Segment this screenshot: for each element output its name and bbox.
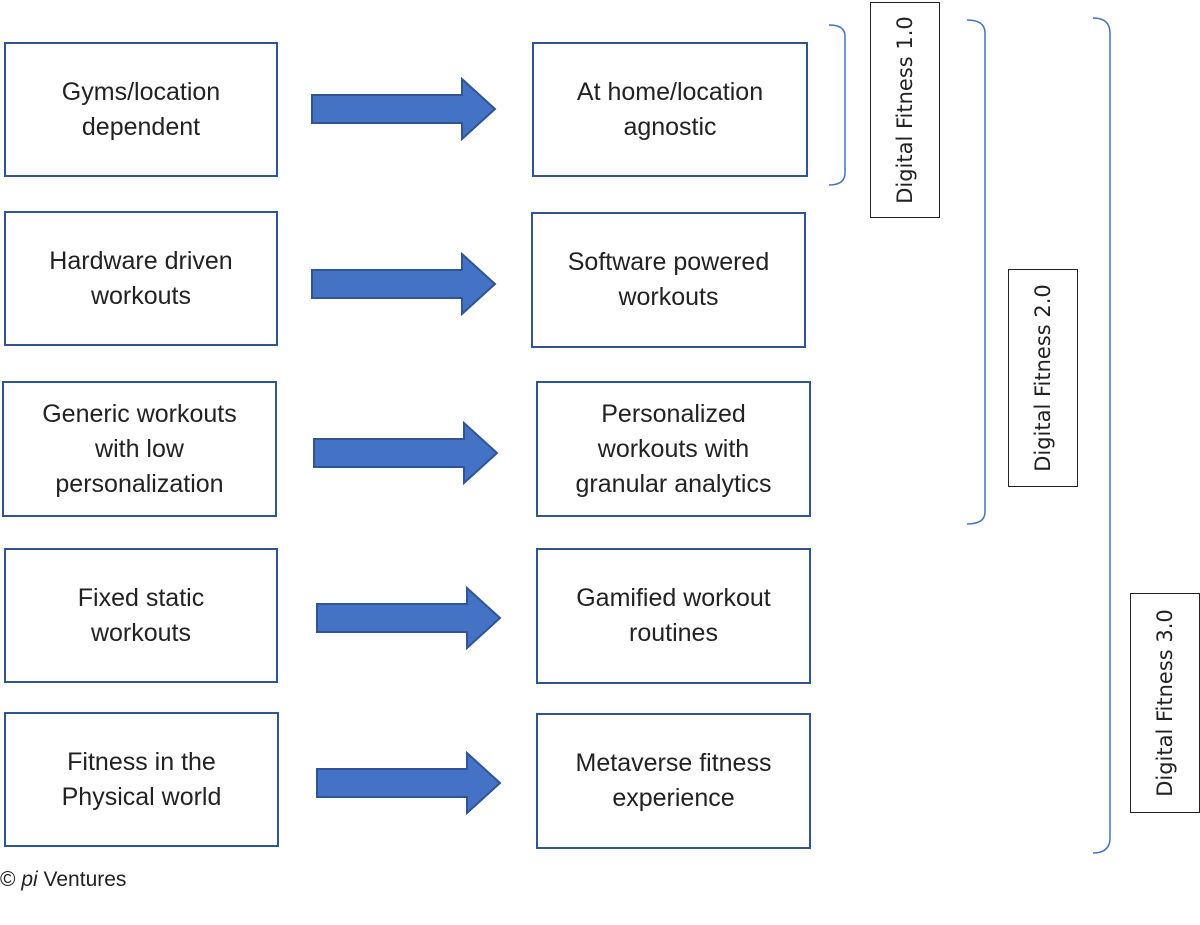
from-box-1: Gyms/location dependent <box>4 42 278 177</box>
brand-name: Ventures <box>43 868 127 891</box>
from-box-5: Fitness in the Physical world <box>4 712 279 847</box>
bracket-stage-3 <box>1092 17 1111 854</box>
from-box-4: Fixed static workouts <box>4 548 278 683</box>
stage-label-1: Digital Fitness 1.0 <box>870 2 940 218</box>
arrow-5-icon <box>316 751 502 815</box>
arrow-1-icon <box>311 77 497 141</box>
stage-label-1-text: Digital Fitness 1.0 <box>893 16 917 204</box>
from-label-1: Gyms/location dependent <box>61 77 221 141</box>
from-label-5: Fitness in the Physical world <box>61 747 222 811</box>
to-box-2: Software powered workouts <box>531 212 806 348</box>
stage-label-2-text: Digital Fitness 2.0 <box>1031 284 1055 472</box>
copyright-credit: © pi Ventures <box>0 868 126 892</box>
to-label-3: Personalized workouts with granular anal… <box>575 399 772 498</box>
bracket-stage-1 <box>828 24 846 186</box>
stage-label-3-text: Digital Fitness 3.0 <box>1153 609 1177 797</box>
stage-label-2: Digital Fitness 2.0 <box>1008 269 1078 487</box>
arrow-2-icon <box>311 252 497 316</box>
from-label-4: Fixed static workouts <box>77 583 205 647</box>
to-label-1: At home/location agnostic <box>576 77 764 141</box>
bracket-stage-2 <box>966 19 986 525</box>
to-label-4: Gamified workout routines <box>576 584 771 647</box>
to-label-5: Metaverse fitness experience <box>575 749 772 812</box>
to-box-5: Metaverse fitness experience <box>536 713 811 849</box>
copyright-symbol: © <box>0 868 16 891</box>
to-box-1: At home/location agnostic <box>532 42 808 177</box>
from-box-3: Generic workouts with low personalizatio… <box>2 381 277 517</box>
from-box-2: Hardware driven workouts <box>4 211 278 346</box>
arrow-3-icon <box>313 421 499 485</box>
to-box-4: Gamified workout routines <box>536 548 811 684</box>
from-label-2: Hardware driven workouts <box>49 246 233 310</box>
arrow-4-icon <box>316 586 502 650</box>
to-box-3: Personalized workouts with granular anal… <box>536 381 811 517</box>
brand-pi: pi <box>21 868 38 891</box>
from-label-3: Generic workouts with low personalizatio… <box>42 399 237 498</box>
to-label-2: Software powered workouts <box>567 248 770 311</box>
stage-label-3: Digital Fitness 3.0 <box>1130 593 1200 813</box>
